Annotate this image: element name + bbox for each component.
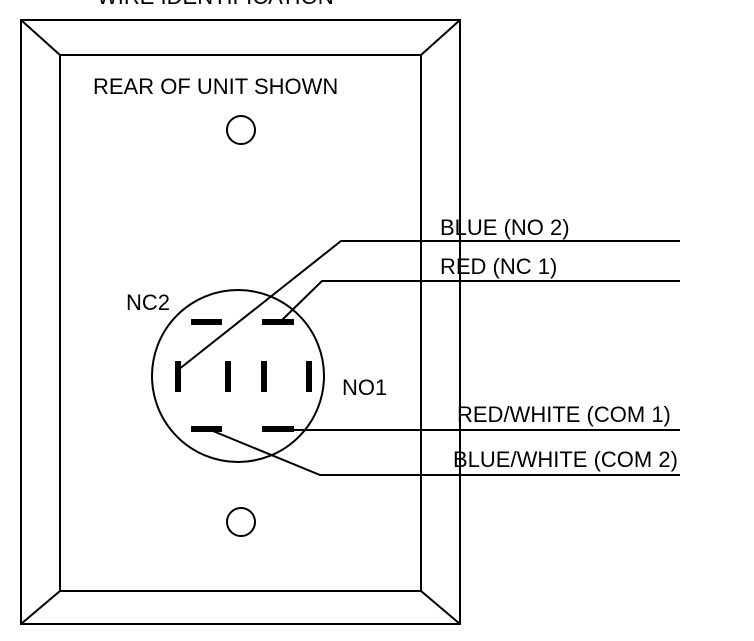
wire-label-blue-no2: BLUE (NO 2): [440, 215, 570, 240]
mounting-hole-bottom: [226, 507, 256, 537]
wire-blue-no2: [177, 240, 680, 371]
faceplate-outer-edge: [20, 19, 461, 625]
bevel-bottom-left: [20, 590, 61, 625]
rear-view-label: REAR OF UNIT SHOWN: [93, 74, 338, 99]
diagram-title: WIRE IDENTIFICATION: [97, 0, 334, 9]
wire-label-red-white-com1: RED/WHITE (COM 1): [457, 402, 671, 427]
terminal-label-nc2: NC2: [126, 290, 170, 315]
terminal-label-no1: NO1: [342, 375, 387, 400]
wire-label-red-nc1: RED (NC 1): [440, 254, 557, 279]
wire-leads: [177, 240, 680, 476]
wire-red-nc1: [279, 280, 680, 323]
connector-pins: [175, 319, 312, 432]
mounting-hole-top: [226, 115, 256, 145]
connector-body: [151, 289, 325, 463]
wire-blue-white-com2: [207, 428, 680, 476]
wire-label-blue-white-com2: BLUE/WHITE (COM 2): [453, 447, 678, 472]
bevel-top-right: [420, 19, 461, 56]
faceplate-inner-edge: [59, 54, 422, 592]
bevel-top-left: [20, 19, 61, 56]
faceplate: [20, 19, 461, 625]
bevel-bottom-right: [420, 590, 461, 625]
